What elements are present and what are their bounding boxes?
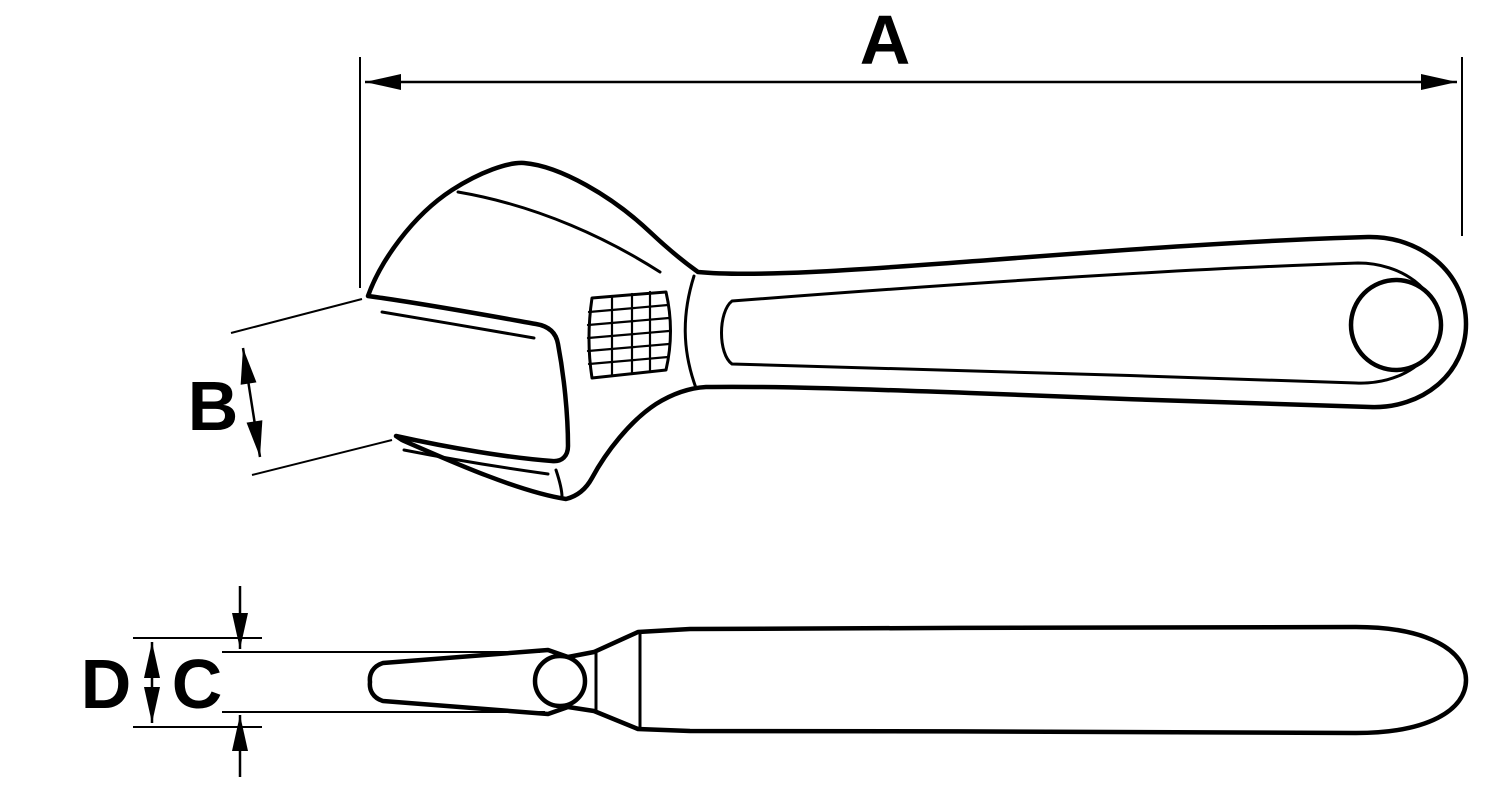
neck-contour-line: [683, 274, 698, 390]
head-top-contour-line: [456, 190, 662, 274]
dimension-label-c: C: [172, 645, 223, 723]
movable-jaw-slot-line: [554, 468, 564, 499]
dimension-label-d: D: [81, 645, 132, 723]
wrench-top-view: [365, 160, 1469, 502]
dimension-d: D: [81, 637, 262, 728]
wrench-side-silhouette: [367, 624, 1469, 736]
wrench-silhouette: [365, 160, 1469, 502]
dimension-b-extension-top: [230, 298, 363, 334]
wrench-side-view: [367, 624, 1469, 736]
fixed-jaw-face-line: [380, 310, 536, 340]
dimension-a: A: [359, 1, 1463, 288]
dimension-c: C: [172, 586, 545, 777]
movable-jaw-face-line: [402, 448, 550, 476]
worm-screw-knurl: [586, 290, 672, 380]
dimension-label-a: A: [860, 1, 911, 79]
dimension-b: B: [188, 298, 393, 476]
dimension-b-extension-bottom: [251, 439, 393, 476]
side-view-pivot-hole: [532, 653, 588, 709]
dimension-label-b: B: [188, 367, 239, 445]
handle-hang-hole: [1348, 277, 1444, 373]
dimension-b-arrow-line: [240, 347, 263, 458]
